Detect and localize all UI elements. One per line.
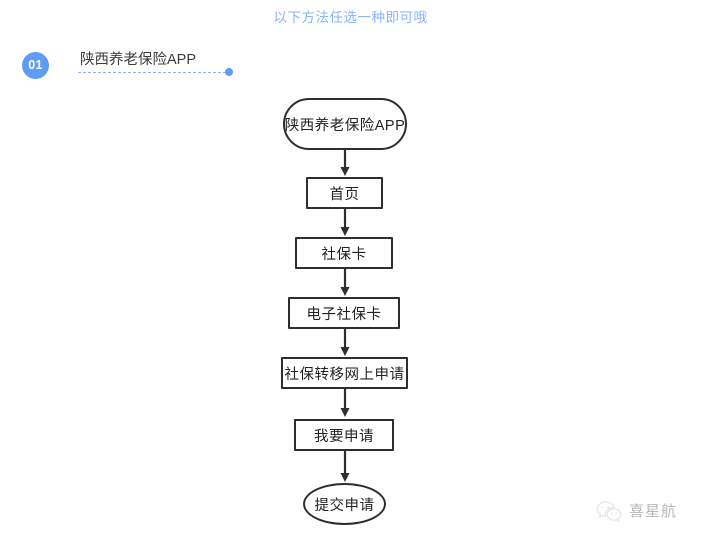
step-underline-dashed (78, 72, 226, 73)
flow-node-label: 社保卡 (321, 246, 367, 263)
flow-node-label: 提交申请 (314, 497, 375, 514)
watermark-text: 喜星航 (629, 503, 678, 520)
flow-node-social-security-card[interactable]: 社保卡 (295, 237, 393, 269)
flow-node-electronic-card[interactable]: 电子社保卡 (288, 297, 400, 329)
flow-node-submit-application[interactable]: 提交申请 (303, 483, 386, 525)
flow-node-label: 首页 (329, 186, 360, 203)
flow-node-home[interactable]: 首页 (306, 177, 383, 209)
flow-node-transfer-online-application[interactable]: 社保转移网上申请 (281, 357, 408, 389)
step-label: 陕西养老保险APP (80, 52, 197, 68)
flow-node-label: 电子社保卡 (306, 306, 382, 323)
wechat-logo-icon (596, 501, 622, 523)
step-underline-end-dot-icon (225, 68, 233, 76)
footer-watermark: 喜星航 (596, 496, 694, 528)
flow-node-i-want-to-apply[interactable]: 我要申请 (294, 419, 394, 451)
header-note: 以下方法任选一种即可哦 (273, 10, 428, 25)
step-number-badge: 01 (22, 52, 49, 79)
flow-node-label: 陕西养老保险APP (284, 117, 406, 134)
flow-node-label: 社保转移网上申请 (284, 366, 405, 383)
flow-node-label: 我要申请 (314, 428, 374, 445)
flow-node-app[interactable]: 陕西养老保险APP (283, 98, 407, 150)
